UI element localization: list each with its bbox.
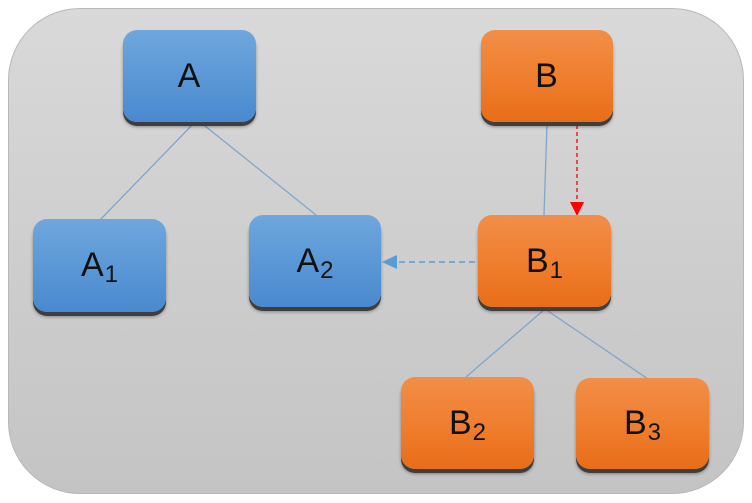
- node-a[interactable]: A: [123, 30, 256, 122]
- edge-b1-b2: [465, 308, 546, 378]
- node-b1[interactable]: B1: [478, 215, 611, 307]
- node-a2-label: A2: [296, 241, 334, 284]
- edge-a-a1: [99, 121, 196, 221]
- edge-b-b1: [543, 123, 548, 216]
- node-a1[interactable]: A1: [33, 219, 166, 312]
- node-b[interactable]: B: [481, 30, 613, 122]
- node-b-label: B: [535, 56, 558, 95]
- edge-a-a2: [199, 121, 317, 216]
- node-a1-label: A1: [80, 246, 119, 288]
- node-b2-label: B2: [448, 403, 487, 446]
- node-b2[interactable]: B2: [401, 377, 534, 469]
- red-arrowhead: [570, 202, 584, 216]
- edge-b1-b3: [544, 308, 649, 380]
- node-a-label: A: [177, 56, 201, 95]
- node-b3[interactable]: B3: [576, 378, 709, 469]
- node-b3-label: B3: [623, 404, 662, 446]
- blue-arrowhead: [382, 255, 397, 269]
- node-b1-label: B1: [525, 241, 564, 284]
- node-a2[interactable]: A2: [249, 215, 381, 307]
